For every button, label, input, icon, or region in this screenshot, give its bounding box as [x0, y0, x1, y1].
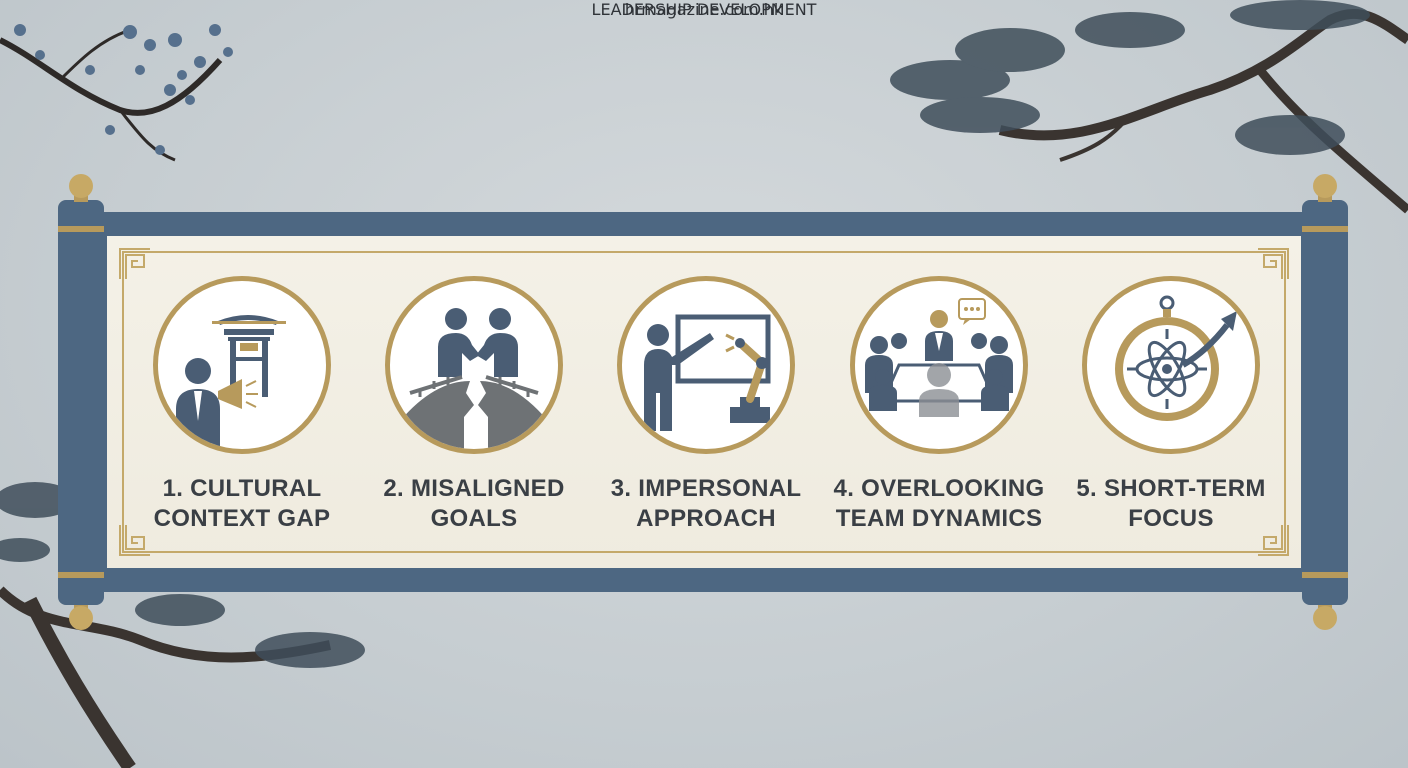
item-label: 1. CULTURAL CONTEXT GAP — [153, 475, 331, 532]
item-overlooking-team-dynamics: 4. OVERLOOKING TEAM DYNAMICS — [824, 276, 1054, 534]
cultural-gate-megaphone-icon — [176, 315, 286, 449]
medallion — [385, 276, 563, 454]
footer-site: hrmagazine.com.hk — [624, 0, 784, 19]
plum-branch-decoration — [0, 24, 233, 162]
corner-fret-bottom-right — [1258, 525, 1289, 556]
item-label: 2. MISALIGNED GOALS — [383, 475, 565, 532]
medallion — [617, 276, 795, 454]
footer-category: LEADERSHIP DEVELOPMENT — [591, 0, 817, 19]
item-label: 4. OVERLOOKING TEAM DYNAMICS — [833, 475, 1045, 532]
medallion — [1082, 276, 1260, 454]
item-short-term-focus: 5. SHORT-TERM FOCUS — [1056, 276, 1286, 534]
pine-branch-decoration-top-right — [890, 0, 1408, 214]
item-impersonal-approach: 3. IMPERSONAL APPROACH — [591, 276, 821, 534]
gold-frame — [122, 251, 1286, 553]
item-cultural-context-gap: 1. CULTURAL CONTEXT GAP — [127, 276, 357, 534]
medallion — [850, 276, 1028, 454]
item-label: 3. IMPERSONAL APPROACH — [610, 475, 802, 532]
corner-fret-top-right — [1258, 248, 1289, 279]
medallion — [153, 276, 331, 454]
corner-fret-top-left — [119, 248, 150, 279]
compass-arrow-icon — [1115, 295, 1237, 421]
item-label: 5. SHORT-TERM FOCUS — [1076, 475, 1266, 532]
team-meeting-icon — [865, 298, 1013, 417]
item-misaligned-goals: 2. MISALIGNED GOALS — [359, 276, 589, 534]
pine-branch-decoration-bottom-left — [0, 482, 365, 768]
corner-fret-bottom-left — [119, 525, 150, 556]
presenter-robot-arm-icon — [644, 314, 771, 431]
broken-bridge-handshake-icon — [400, 308, 548, 449]
